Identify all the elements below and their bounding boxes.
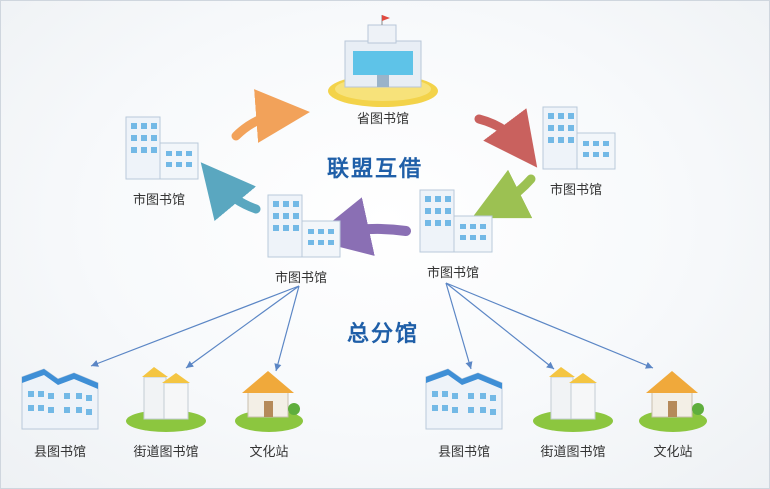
node-street-library-right: 街道图书馆 xyxy=(523,363,623,460)
county-library-label: 县图书馆 xyxy=(33,445,86,460)
provincial-library-label: 省图书馆 xyxy=(356,112,409,127)
county-library-icon xyxy=(21,368,99,430)
node-culture-station-left: 文化站 xyxy=(229,363,309,460)
node-city-library-mid-left: 市图书馆 xyxy=(251,191,351,286)
node-county-library-right: 县图书馆 xyxy=(419,363,509,460)
culture-station-label: 文化站 xyxy=(249,445,289,460)
county-library-icon xyxy=(425,368,503,430)
branch-title: 总分馆 xyxy=(347,322,420,347)
link-to-culture-right xyxy=(445,282,654,369)
provincial-library-icon xyxy=(328,15,438,107)
node-provincial-library: 省图书馆 xyxy=(323,13,443,127)
arrow-city-left-to-provincial xyxy=(231,89,310,143)
node-city-library-left: 市图书馆 xyxy=(109,113,209,208)
node-county-library-left: 县图书馆 xyxy=(15,363,105,460)
culture-station-label: 文化站 xyxy=(653,445,693,460)
city-library-icon xyxy=(267,194,341,258)
city-library-icon xyxy=(125,116,199,180)
city-library-label: 市图书馆 xyxy=(132,193,185,208)
street-library-icon xyxy=(126,367,206,432)
culture-station-icon xyxy=(235,371,303,432)
county-library-label: 县图书馆 xyxy=(437,445,490,460)
culture-station-icon xyxy=(639,371,707,432)
node-city-library-right: 市图书馆 xyxy=(526,103,626,198)
arrow-city-mid-left-to-city-left xyxy=(200,162,261,222)
city-library-label: 市图书馆 xyxy=(426,266,479,281)
arrow-city-mid-right-to-city-mid-left xyxy=(309,197,411,256)
link-to-street-left xyxy=(185,285,300,369)
street-library-icon xyxy=(533,367,613,432)
link-to-county-right xyxy=(445,282,473,370)
arrow-provincial-to-city-right xyxy=(474,108,538,168)
center-title: 联盟互借 xyxy=(327,157,424,182)
street-library-label: 街道图书馆 xyxy=(540,445,606,460)
node-street-library-left: 街道图书馆 xyxy=(116,363,216,460)
link-to-county-left xyxy=(90,285,300,367)
link-to-culture-left xyxy=(274,285,300,372)
node-culture-station-right: 文化站 xyxy=(633,363,713,460)
node-city-library-mid-right: 市图书馆 xyxy=(403,186,503,281)
city-library-icon xyxy=(542,106,616,170)
street-library-label: 街道图书馆 xyxy=(133,445,199,460)
city-library-icon xyxy=(419,189,493,253)
city-library-label: 市图书馆 xyxy=(549,183,602,198)
link-to-street-right xyxy=(445,282,555,370)
city-library-label: 市图书馆 xyxy=(274,271,327,286)
arrow-city-right-to-city-mid-right xyxy=(471,169,536,219)
